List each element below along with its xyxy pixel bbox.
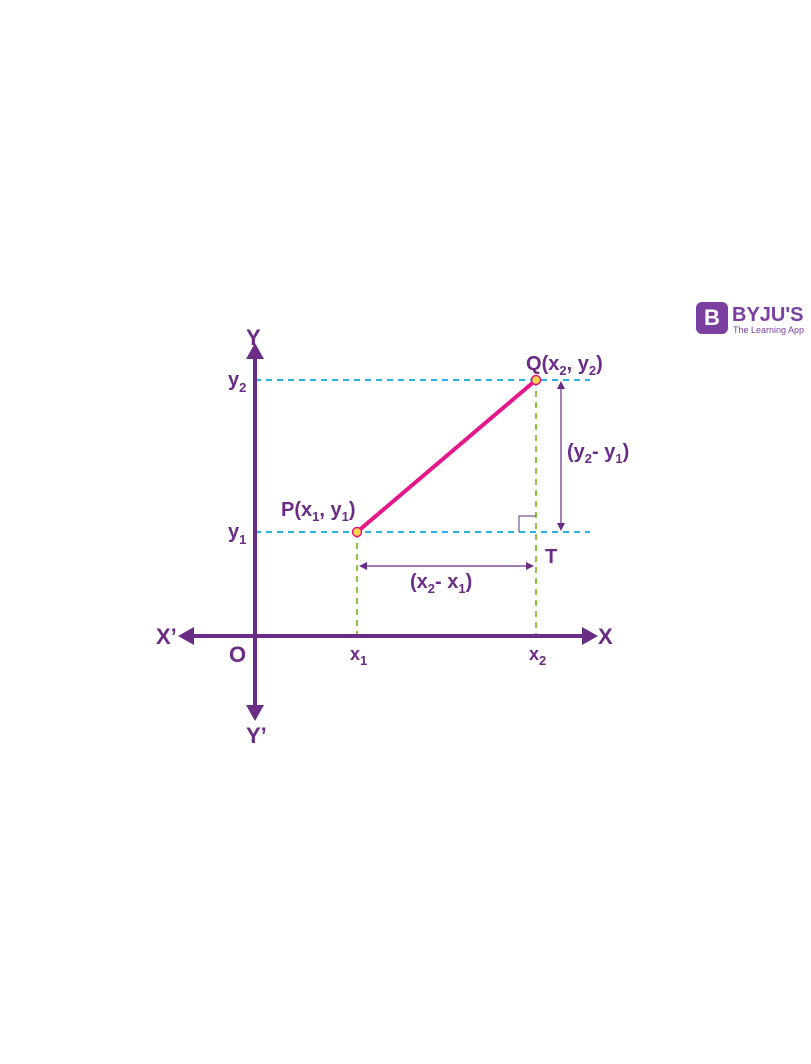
horizontal-distance-arrowhead-right bbox=[526, 562, 534, 570]
horizontal-distance-label: (x2- x1) bbox=[410, 571, 472, 596]
x-prime-axis-label: X’ bbox=[156, 624, 177, 649]
segment-pq bbox=[355, 378, 538, 534]
x-axis-label: X bbox=[598, 624, 613, 649]
point-q bbox=[530, 374, 542, 386]
vertical-distance-arrowhead-top bbox=[557, 381, 565, 389]
tick-label-x2: x2 bbox=[529, 644, 546, 668]
point-q-label: Q(x2, y2) bbox=[526, 353, 603, 378]
vertical-distance-arrowhead-bottom bbox=[557, 523, 565, 531]
byjus-logo: B BYJU'S The Learning App bbox=[696, 302, 804, 335]
tick-label-y2: y2 bbox=[228, 369, 246, 395]
byjus-logo-name: BYJU'S bbox=[732, 304, 803, 326]
point-t-label: T bbox=[545, 546, 557, 568]
x-axis-arrow-positive bbox=[582, 627, 598, 645]
tick-label-y1: y1 bbox=[228, 521, 246, 547]
byjus-logo-mark-letter: B bbox=[704, 305, 720, 330]
tick-label-x1: x1 bbox=[350, 644, 367, 668]
origin-label: O bbox=[229, 642, 246, 667]
x-axis-arrow-negative bbox=[178, 627, 194, 645]
y-axis-arrow-negative bbox=[246, 705, 264, 721]
y-axis-arrow-positive bbox=[246, 343, 264, 359]
horizontal-distance-arrowhead-left bbox=[359, 562, 367, 570]
vertical-distance-label: (y2- y1) bbox=[567, 441, 629, 466]
byjus-logo-mark bbox=[696, 302, 728, 334]
right-angle-marker bbox=[518, 515, 536, 532]
point-p bbox=[351, 526, 363, 538]
y-axis-label: Y bbox=[246, 325, 261, 350]
y-prime-axis-label: Y’ bbox=[246, 723, 267, 748]
byjus-logo-tagline: The Learning App bbox=[733, 325, 804, 335]
point-p-label: P(x1, y1) bbox=[281, 499, 356, 524]
